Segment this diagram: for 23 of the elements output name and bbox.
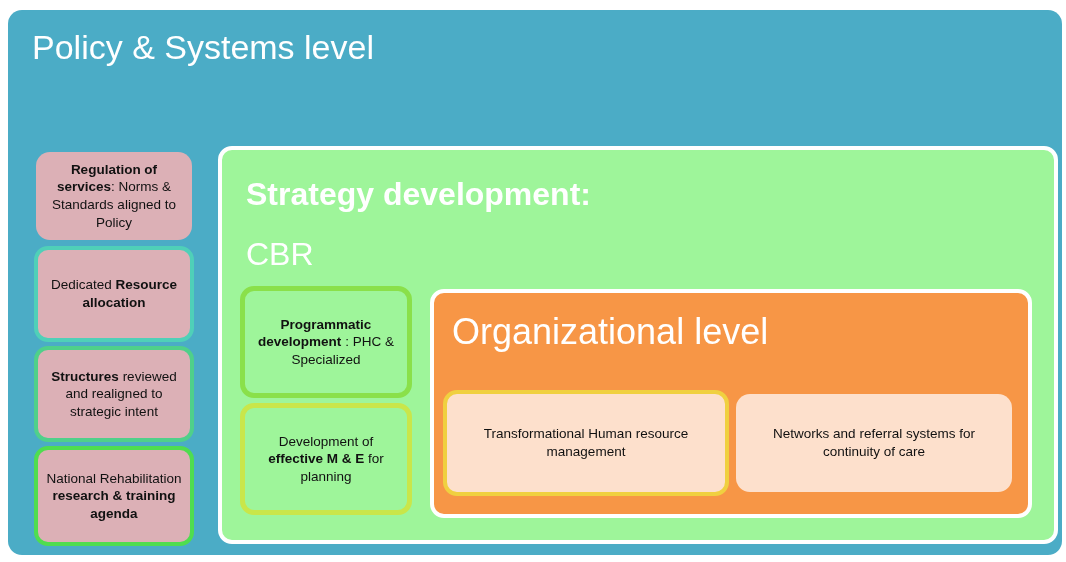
item-text: Networks and referral systems for continuity of care (772, 425, 976, 461)
group-heading: Policy & Systems level (32, 28, 374, 67)
item-text: National Rehabilitation research & training agenda (46, 469, 182, 523)
level-panel (430, 289, 1032, 518)
level-item-box (34, 446, 194, 546)
item-text: Dedicated Resource allocation (49, 276, 179, 312)
level-item-box (34, 346, 194, 442)
level-item-box (240, 403, 412, 515)
group-heading: Strategy development: (246, 176, 591, 213)
item-text: Transformational Human resource management (482, 425, 690, 461)
level-item-box (36, 152, 192, 240)
item-text: Development of effective M & E for planning (267, 432, 385, 486)
group-heading: Organizational level (452, 311, 769, 353)
item-text: Programmatic development : PHC & Specialized (257, 315, 395, 369)
level-item-box (34, 246, 194, 342)
level-item-box (443, 390, 729, 496)
level-panel (218, 146, 1058, 544)
group-subheading: CBR (246, 236, 314, 273)
level-panel (8, 10, 1062, 555)
item-text: Regulation of services: Norms & Standards aligned to Policy (51, 160, 177, 232)
item-text: Structures reviewed and realigned to strategic intent (50, 367, 178, 421)
level-item-box (736, 394, 1012, 492)
level-item-box (240, 286, 412, 398)
